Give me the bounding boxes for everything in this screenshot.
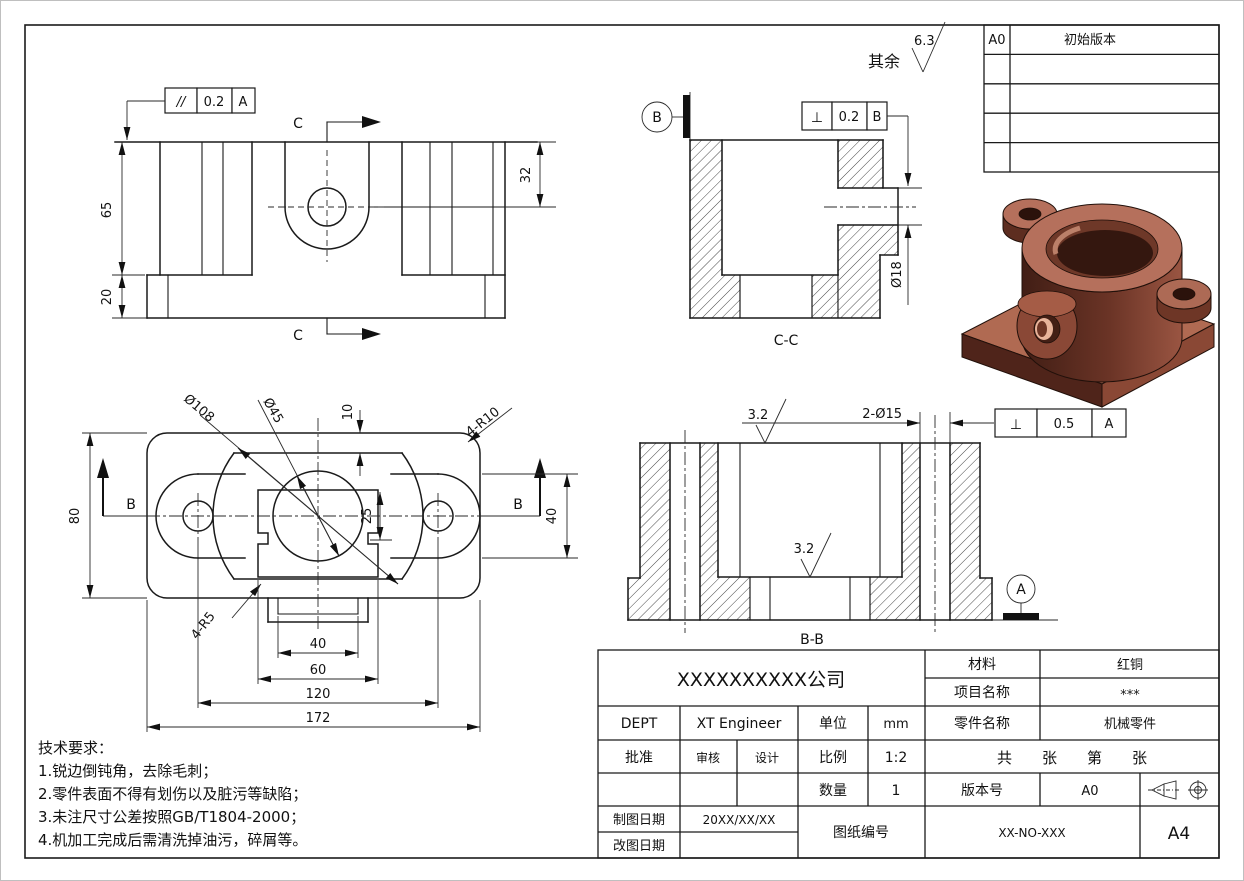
- roughness-inner: 3.2: [794, 532, 832, 578]
- perpendicularity-icon: ⊥: [1010, 417, 1022, 433]
- project-value: ***: [1120, 688, 1140, 703]
- sheets-text: 共 张 第 张: [997, 749, 1147, 767]
- front-view: C C // 0.2 A 65 20 32: [100, 87, 556, 344]
- dim-108: Ø108: [180, 392, 216, 426]
- tech-item: 2.零件表面不得有划伤以及脏污等缺陷；: [38, 785, 307, 803]
- svg-text:0.2: 0.2: [204, 95, 225, 110]
- svg-text:其余: 其余: [868, 52, 900, 71]
- dim-120: 120: [306, 687, 331, 702]
- dim-40: 40: [310, 637, 327, 652]
- section-bb-view: 3.2 3.2 2-Ø15 ⊥ 0.5 A A B-B: [627, 398, 1127, 648]
- svg-text:B: B: [513, 497, 523, 513]
- revise-date-label: 改图日期: [613, 839, 665, 854]
- section-cc-label: C-C: [774, 333, 799, 349]
- gdt-perpendicularity-frame-bb: ⊥ 0.5 A: [994, 408, 1127, 438]
- section-c-label-bottom: C: [293, 328, 303, 344]
- dim-4r5: 4-R5: [188, 609, 218, 642]
- tech-item: 1.锐边倒钝角，去除毛刺；: [38, 762, 217, 780]
- part-label: 零件名称: [954, 716, 1010, 732]
- svg-text:B: B: [126, 497, 136, 513]
- svg-text:3.2: 3.2: [748, 408, 769, 423]
- svg-text:B: B: [873, 110, 882, 125]
- dim-18: Ø18: [890, 261, 905, 288]
- title-block: XXXXXXXXXX公司 材料 红铜 项目名称 *** DEPT XT Engi…: [597, 649, 1220, 859]
- version-value: A0: [1081, 784, 1098, 799]
- tech-requirements: 技术要求： 1.锐边倒钝角，去除毛刺； 2.零件表面不得有划伤以及脏污等缺陷； …: [38, 739, 307, 849]
- approve-label: 批准: [625, 750, 653, 766]
- design-label: 设计: [755, 751, 779, 765]
- scale-label: 比例: [819, 750, 847, 766]
- gdt-parallelism-frame: // 0.2 A: [123, 87, 256, 140]
- draw-date-label: 制图日期: [613, 813, 665, 828]
- drawing-no-label: 图纸编号: [833, 825, 889, 841]
- svg-text:0.5: 0.5: [1054, 417, 1075, 432]
- roughness-top: 3.2: [748, 398, 787, 444]
- target-symbol-icon: [1188, 780, 1208, 800]
- iso-front-tab: [1016, 290, 1078, 360]
- gdt-perpendicularity-frame-cc: ⊥ 0.2 B: [801, 101, 912, 186]
- part-value: 机械零件: [1104, 717, 1156, 732]
- iso-ear-right: [1156, 278, 1212, 324]
- company-name: XXXXXXXXXX公司: [677, 669, 845, 691]
- dim-10: 10: [341, 404, 356, 421]
- revision-rev: A0: [988, 33, 1005, 48]
- material-value: 红铜: [1117, 657, 1143, 673]
- svg-text:3.2: 3.2: [794, 542, 815, 557]
- datum-b: B: [641, 92, 691, 140]
- svg-text:0.2: 0.2: [839, 110, 860, 125]
- review-label: 审核: [696, 750, 720, 765]
- qty-value: 1: [892, 783, 901, 799]
- projection-symbol-icon: [1148, 780, 1180, 800]
- tech-item: 3.未注尺寸公差按照GB/T1804-2000；: [38, 808, 305, 826]
- surface-roughness-note: 其余 6.3: [868, 21, 946, 73]
- draw-date-value: 20XX/XX/XX: [703, 813, 776, 827]
- section-b-marks: B B: [97, 458, 546, 517]
- unit-label: 单位: [819, 716, 847, 732]
- dim-172: 172: [306, 711, 331, 726]
- project-label: 项目名称: [954, 685, 1010, 701]
- dim-65: 65: [100, 202, 115, 219]
- tech-title: 技术要求：: [38, 739, 113, 757]
- scale-value: 1:2: [885, 750, 908, 766]
- revision-table: A0 初始版本: [983, 24, 1220, 173]
- perpendicularity-icon: ⊥: [811, 110, 823, 126]
- version-label: 版本号: [961, 783, 1003, 799]
- plan-view: B B Ø108 Ø45 10 25 4-R10 4-R5 80: [68, 392, 578, 732]
- svg-text:B: B: [652, 110, 662, 126]
- dept-value: XT Engineer: [697, 716, 782, 732]
- datum-a: A: [992, 574, 1058, 621]
- unit-value: mm: [883, 717, 908, 732]
- iso-3d-view: [960, 198, 1216, 408]
- revision-desc: 初始版本: [1064, 33, 1116, 48]
- dim-40-right: 40: [545, 508, 560, 525]
- dim-2x15: 2-Ø15: [862, 407, 902, 422]
- dim-25: 25: [360, 508, 375, 525]
- dept-label: DEPT: [621, 716, 658, 732]
- paper-size: A4: [1168, 824, 1190, 844]
- section-cc-view: B ⊥ 0.2 B Ø18 C-C: [641, 92, 922, 349]
- dim-32: 32: [519, 167, 534, 184]
- svg-text:A: A: [1016, 582, 1026, 598]
- dim-80: 80: [68, 508, 83, 525]
- roughness-value: 6.3: [914, 34, 935, 49]
- svg-text:A: A: [1105, 417, 1114, 432]
- parallelism-icon: //: [176, 95, 187, 110]
- section-bb-label: B-B: [800, 632, 824, 648]
- svg-text:A: A: [239, 95, 248, 110]
- tech-item: 4.机加工完成后需清洗掉油污，碎屑等。: [38, 831, 307, 849]
- section-c-label-top: C: [293, 116, 303, 132]
- qty-label: 数量: [819, 783, 847, 799]
- drawing-no-value: XX-NO-XXX: [998, 826, 1065, 840]
- dim-20: 20: [100, 289, 115, 306]
- dim-4r10: 4-R10: [463, 405, 503, 441]
- material-label: 材料: [968, 657, 996, 673]
- dim-60: 60: [310, 663, 327, 678]
